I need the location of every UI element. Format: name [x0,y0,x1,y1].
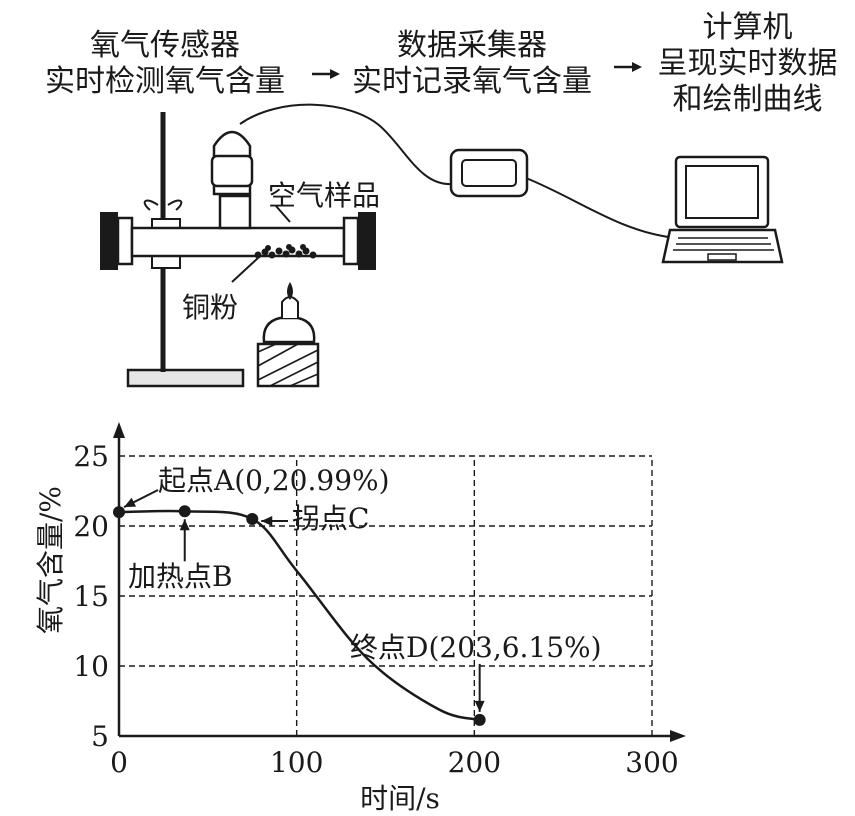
x-tick-label: 300 [625,746,678,779]
apparatus-diagram [100,62,784,388]
copper-pointer [231,257,259,283]
chart-points [113,505,486,726]
collector-label: 数据采集器 实时记录氧气含量 [332,28,612,100]
sensor-label: 氧气传感器 实时检测氧气含量 [30,28,300,100]
y-axis-arrow-icon [113,422,125,438]
chart-tick-labels: 5 10 15 20 25 0 100 200 300 [73,440,678,779]
sensor-label-line1: 氧气传感器 [90,28,240,63]
sensor-label-line2: 实时检测氧气含量 [45,64,285,99]
arrowhead-icon [474,700,485,712]
y-tick-label: 5 [91,720,109,753]
air-sample-label: 空气样品 [268,179,381,212]
data-point [113,506,125,519]
point-label: 拐点C [292,502,369,535]
arrowhead-icon [261,516,273,526]
laptop-icon [661,155,784,264]
copper-powder [254,244,317,259]
x-tick-label: 100 [270,746,323,779]
y-tick-label: 20 [73,510,109,543]
collector-label-line2: 实时记录氧气含量 [352,64,592,99]
oxygen-curve [118,509,480,722]
copper-powder-label: 铜粉 [182,291,239,324]
arrowhead-icon [124,497,137,508]
chart-annotations: 起点A(0,20.99%) 加热点B 拐点C 终点D(203,6.15%) [128,464,602,664]
oxygen-sensor [210,130,254,230]
y-tick-label: 15 [73,580,109,613]
sensor-cable [239,103,453,186]
data-point [473,713,486,726]
computer-label-line3: 和绘制曲线 [672,82,823,117]
data-collector [449,148,529,198]
collector-label-line1: 数据采集器 [397,28,547,63]
x-tick-label: 200 [448,746,501,779]
point-label: 加热点B [128,560,233,593]
x-axis-label: 时间/s [360,782,440,815]
x-axis-arrow-icon [670,730,686,742]
air-sample-pointer [275,205,291,223]
alcohol-lamp [256,282,320,388]
arrow-icon [312,69,340,79]
data-point [178,505,191,518]
chart-grid [119,455,653,736]
chart-arrows [123,489,485,712]
point-label: 起点A(0,20.99%) [158,464,390,497]
chart-axes [113,422,686,742]
arrow-icon [614,62,642,72]
y-tick-label: 25 [73,440,109,473]
computer-label: 计算机 呈现实时数据 和绘制曲线 [640,10,855,118]
y-tick-label: 10 [73,650,109,683]
collector-cable [525,177,677,239]
data-point [246,513,259,525]
x-tick-label: 0 [110,746,128,779]
y-axis-label: 氧气含量/% [34,486,67,634]
computer-label-line2: 呈现实时数据 [657,46,838,81]
point-label: 终点D(203,6.15%) [350,631,602,664]
arrowhead-icon [179,519,190,531]
computer-label-line1: 计算机 [702,10,793,45]
oxygen-chart: 5 10 15 20 25 0 100 200 300 起点A(0,20.99%) 加热点B 拐点C… [34,422,686,815]
